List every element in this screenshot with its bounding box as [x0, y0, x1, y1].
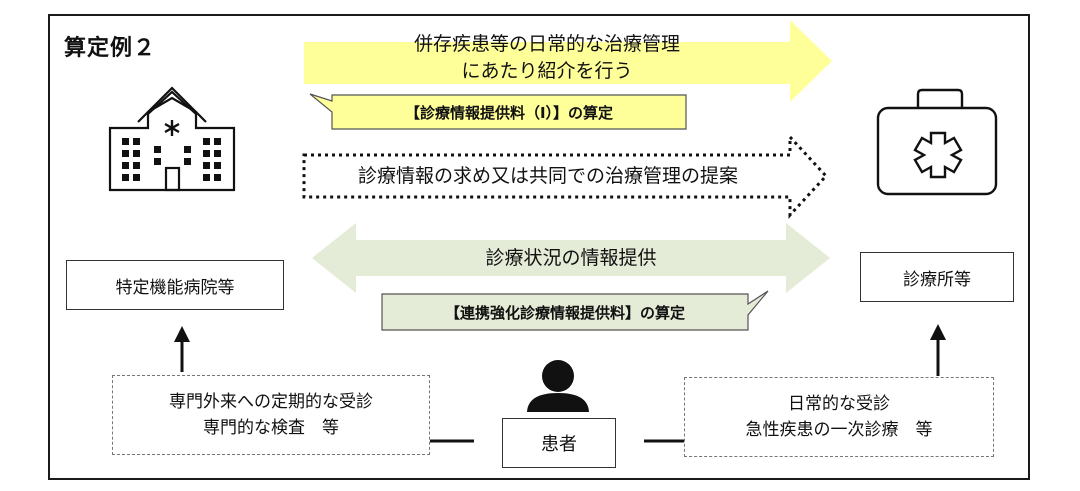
callout-bottom-text: 【連携強化診療情報提供料】の算定 — [444, 303, 685, 322]
clinic-box: 診療所等 — [860, 252, 1014, 302]
right-note-line1: 日常的な受診 — [788, 394, 890, 414]
left-note-box: 専門外来への定期的な受診 専門的な検査 等 — [112, 375, 430, 455]
left-note-line1: 専門外来への定期的な受診 — [169, 392, 373, 412]
right-note-line2: 急性疾患の一次診療 等 — [745, 420, 933, 440]
info-exchange-arrow — [312, 223, 830, 293]
callout-bottom-shape — [381, 290, 769, 331]
diagram-title: 算定例２ — [64, 36, 157, 61]
callout-top-text: 【診療情報提供料（Ⅰ）】の算定 — [404, 103, 614, 122]
proposal-arrow-text: 診療情報の求め又は共同での治療管理の提案 — [357, 164, 738, 187]
patient-icon — [527, 360, 589, 412]
hospital-icon — [108, 86, 236, 192]
patient-box: 患者 — [502, 418, 616, 468]
referral-arrow-line2: にあたり紹介を行う — [461, 60, 633, 82]
right-up-arrow-head — [930, 324, 946, 340]
callout-top-shape — [309, 93, 687, 130]
left-note-line2: 専門的な検査 等 — [203, 418, 339, 438]
medical-bag-icon — [876, 88, 998, 196]
diagram-frame — [48, 14, 1030, 480]
proposal-arrow — [302, 133, 829, 219]
referral-arrow — [304, 20, 832, 102]
info-exchange-arrow-text: 診療状況の情報提供 — [485, 246, 657, 269]
hospital-cross — [164, 120, 180, 136]
referral-arrow-text: 併存疾患等の日常的な治療管理 にあたり紹介を行う — [304, 30, 790, 86]
left-up-arrow-head — [174, 326, 190, 342]
specialized-hospital-box: 特定機能病院等 — [66, 260, 284, 310]
right-note-box: 日常的な受診 急性疾患の一次診療 等 — [684, 377, 994, 457]
referral-arrow-line1: 併存疾患等の日常的な治療管理 — [413, 33, 680, 55]
hospital-windows — [122, 138, 221, 181]
